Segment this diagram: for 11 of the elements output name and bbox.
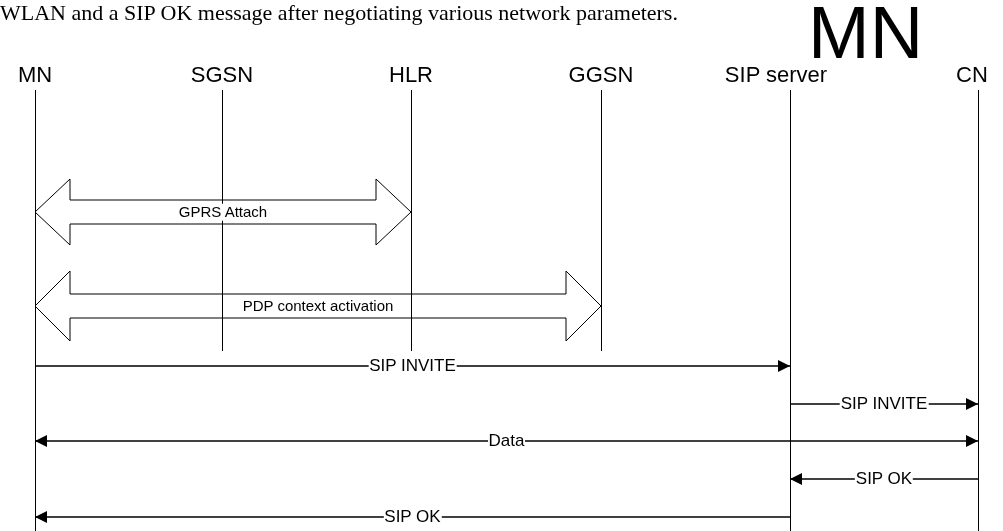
message-arrow <box>34 360 791 372</box>
participant-label: HLR <box>389 62 433 88</box>
caption-text: WLAN and a SIP OK message after negotiating various network parameters. <box>0 2 678 24</box>
participant-label: GGSN <box>568 62 634 88</box>
double-arrow <box>34 435 979 447</box>
message-arrow <box>34 511 791 523</box>
participant-label: SGSN <box>190 62 254 88</box>
message-label: GPRS Attach <box>177 203 269 221</box>
participant-label: MN <box>17 62 53 88</box>
double-block-arrow <box>34 178 412 246</box>
participant-label: CN <box>956 62 988 88</box>
